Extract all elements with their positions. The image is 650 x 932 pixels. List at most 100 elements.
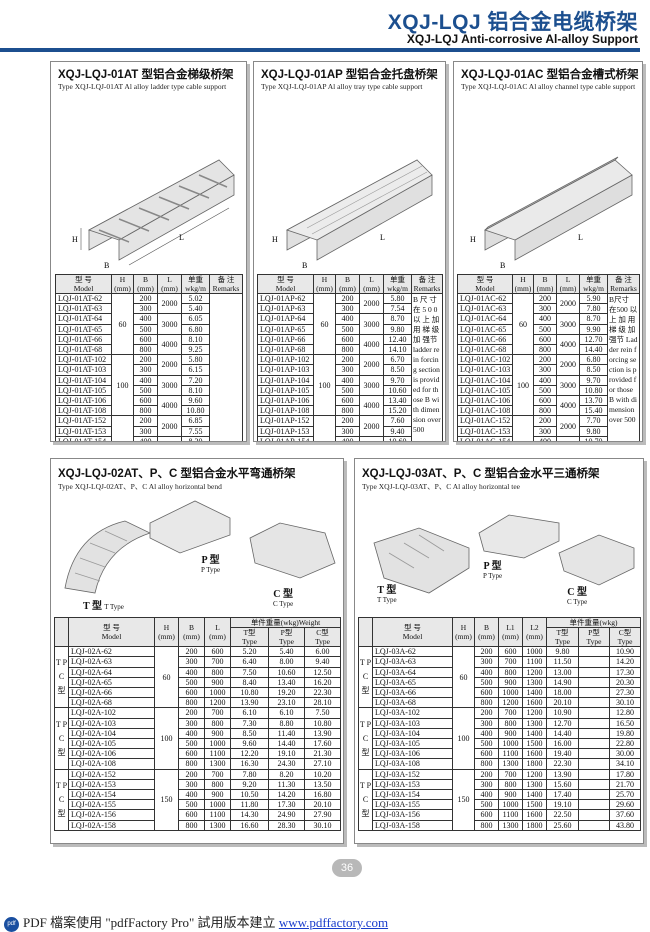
column-header: H(mm): [512, 274, 534, 294]
column-header-text: 单件重量(wkg)Weight: [250, 618, 321, 628]
dim-label-b: B: [104, 261, 109, 270]
column-header-unit: (mm): [339, 284, 356, 293]
weight-cell: 7.60: [383, 415, 412, 427]
column-header-unit: (mm): [514, 284, 532, 293]
l2-cell: 1200: [522, 666, 547, 678]
column-header-unit: Model: [475, 284, 495, 293]
weight-cell: 7.55: [181, 425, 210, 437]
column-header-text: 型 号: [404, 623, 421, 633]
column-header-unit: Model: [101, 632, 122, 642]
weight-p-cell: 5.40: [268, 646, 305, 658]
model-cell: LQJ-01AC-102: [457, 354, 513, 366]
model-cell: LQJ-01AT-102: [55, 354, 112, 366]
b-cell: 600: [474, 809, 499, 821]
l1-cell: 1000: [498, 799, 523, 811]
weight-cell: 9.70: [579, 374, 608, 386]
column-header-unit: Remarks: [413, 284, 441, 293]
model-cell: LQJ-01AP-65: [257, 323, 314, 335]
column-header-text: 型 号: [476, 275, 494, 285]
h-cell: 100: [313, 354, 336, 417]
weight-p-cell: [578, 809, 610, 821]
panel-title: XQJ-LQJ-01AC 型铝合金槽式桥架: [461, 69, 639, 81]
l-cell: 4000: [359, 395, 384, 417]
column-header-text: H: [460, 623, 467, 633]
l-cell: 2000: [157, 415, 182, 437]
l2-cell: 1100: [522, 656, 547, 668]
column-header-unit: (mm): [161, 284, 178, 293]
b-cell: 200: [474, 768, 499, 780]
weight-c-cell: 30.10: [608, 697, 642, 709]
weight-t-cell: 10.90: [546, 707, 579, 719]
b-cell: 300: [474, 778, 499, 791]
l-cell: 2000: [359, 354, 384, 376]
l1-cell: 700: [498, 707, 523, 719]
type-group-cell: T P C 型: [54, 768, 69, 831]
b-cell: 500: [474, 799, 499, 811]
l-cell: 1100: [204, 809, 231, 821]
h-cell: 60: [111, 292, 134, 356]
weight-c-cell: 21.30: [303, 748, 342, 760]
model-cell: LQJ-01AC-65: [457, 323, 513, 335]
page-title-cn: XQJ-LQJ 铝合金电缆桥架: [387, 11, 638, 34]
b-cell: 600: [133, 333, 158, 346]
type-group-cell: T P C 型: [358, 707, 373, 770]
weight-cell: 7.80: [579, 303, 608, 315]
weight-c-cell: 34.10: [608, 758, 642, 770]
column-header: B(mm): [178, 616, 205, 648]
weight-p-cell: 11.30: [268, 778, 305, 791]
weight-p-cell: 14.40: [268, 738, 305, 750]
model-cell: LQJ-01AC-62: [457, 292, 513, 305]
weight-t-cell: 6.40: [230, 656, 269, 668]
model-cell: LQJ-01AT-152: [55, 415, 112, 427]
l-cell: 3000: [359, 313, 384, 335]
column-header-unit: Model: [73, 284, 94, 293]
model-cell: LQJ-01AP-104: [257, 374, 314, 386]
column-header-text: B: [344, 275, 350, 285]
l-cell: 700: [204, 656, 231, 668]
remark-cell: [209, 293, 243, 441]
weight-c-cell: 28.10: [303, 697, 342, 709]
b-cell: 600: [178, 748, 205, 760]
b-cell: 500: [178, 676, 205, 689]
weight-t-cell: 9.80: [546, 646, 579, 658]
model-cell: LQJ-01AP-105: [257, 384, 314, 397]
b-cell: 500: [178, 738, 205, 750]
panel-horizontal-bend: XQJ-LQJ-02AT、P、C 型铝合金水平弯通桥架 Type XQJ-LQJ…: [50, 458, 344, 844]
column-header-unit: Type: [315, 637, 330, 647]
b-cell: 300: [474, 656, 499, 668]
l-cell: 1000: [204, 799, 231, 811]
weight-p-cell: [578, 727, 610, 740]
weight-cell: 8.50: [383, 364, 412, 376]
b-cell: 600: [533, 333, 557, 346]
weight-cell: 6.80: [579, 354, 608, 366]
l-cell: 900: [204, 676, 231, 689]
weight-p-cell: [578, 666, 610, 678]
footer-link[interactable]: www.pdffactory.com: [278, 915, 389, 930]
weight-p-cell: [578, 707, 610, 719]
l2-cell: 1200: [522, 707, 547, 719]
model-cell: LQJ-02A-64: [68, 666, 155, 678]
table-row: LQJ-01AC-154400300010.70: [457, 435, 640, 441]
b-cell: 800: [178, 758, 205, 770]
column-header-text: L: [215, 623, 220, 633]
panel-channel-support: XQJ-LQJ-01AC 型铝合金槽式桥架 Type XQJ-LQJ-01AC …: [453, 61, 643, 442]
weight-t-cell: 17.40: [546, 789, 579, 801]
column-header-unit: Type: [555, 637, 570, 647]
l2-cell: 1300: [522, 778, 547, 791]
header-rule: [0, 48, 640, 52]
